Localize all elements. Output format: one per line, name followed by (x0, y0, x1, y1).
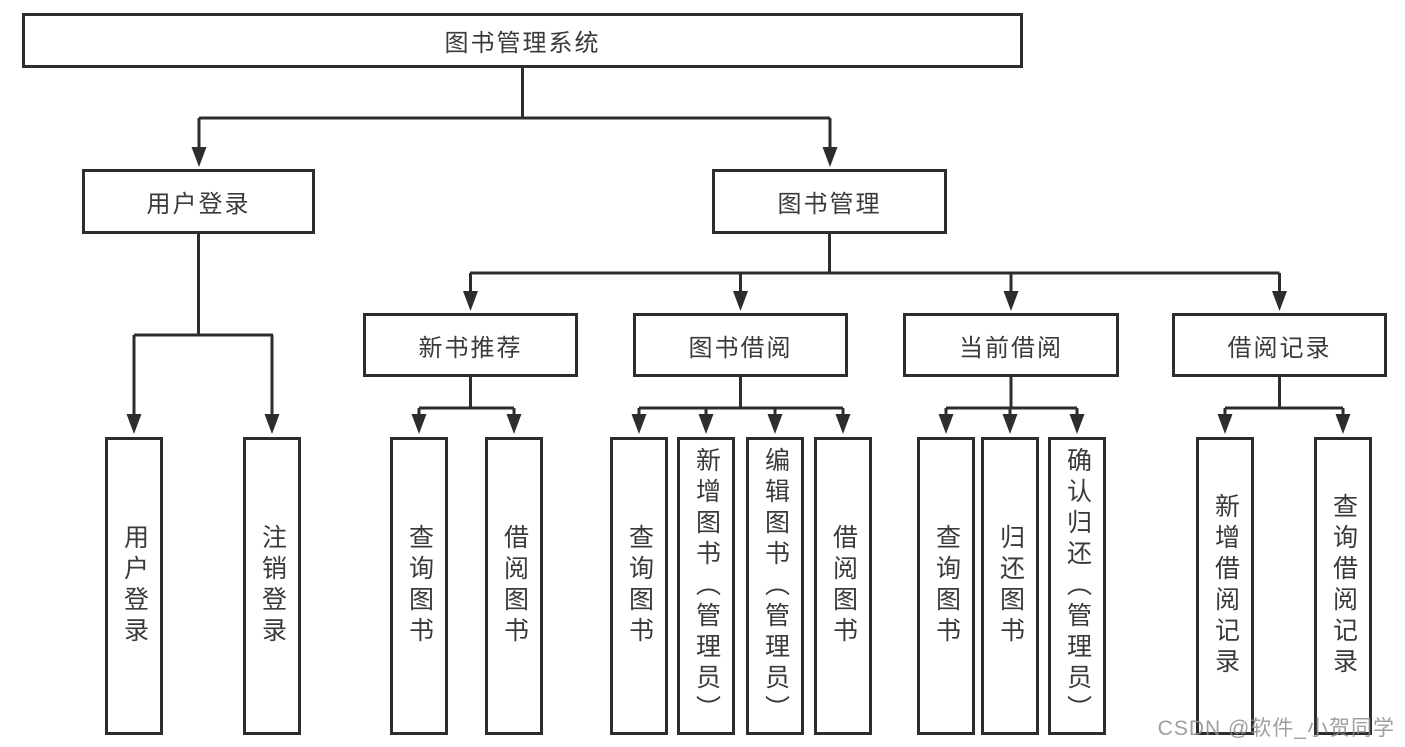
node-label: 确认归还（管理员） (1063, 446, 1092, 726)
node-label: 用户登录 (120, 524, 149, 648)
node-label: 查询图书 (932, 524, 961, 648)
node-query-books-current: 查询图书 (917, 437, 975, 735)
node-label: 借阅记录 (1227, 334, 1332, 362)
node-label: 归还图书 (996, 524, 1025, 648)
node-label: 当前借阅 (959, 334, 1063, 362)
node-label: 新增借阅记录 (1211, 493, 1240, 679)
node-root-library-management-system: 图书管理系统 (22, 13, 1023, 68)
node-label: 借阅图书 (829, 524, 858, 648)
csdn-watermark: CSDN @软件_小贺同学 (1157, 717, 1395, 740)
node-logout-action: 注销登录 (243, 437, 301, 735)
node-return-books: 归还图书 (981, 437, 1039, 735)
node-edit-books-admin: 编辑图书（管理员） (746, 437, 804, 735)
node-label: 新增图书（管理员） (692, 446, 721, 726)
node-current-borrowing: 当前借阅 (903, 313, 1119, 377)
node-label: 图书管理系统 (444, 30, 601, 57)
node-borrow-books-borrowing: 借阅图书 (814, 437, 872, 735)
node-book-borrowing: 图书借阅 (633, 313, 848, 377)
node-confirm-return-admin: 确认归还（管理员） (1048, 437, 1106, 735)
node-label: 图书借阅 (688, 334, 793, 362)
node-add-borrow-record: 新增借阅记录 (1196, 437, 1254, 735)
node-label: 借阅图书 (500, 524, 529, 648)
node-borrowing-records: 借阅记录 (1172, 313, 1387, 377)
node-label: 查询借阅记录 (1329, 493, 1358, 679)
node-query-books-borrowing: 查询图书 (610, 437, 668, 735)
node-label: 编辑图书（管理员） (761, 446, 790, 726)
node-label: 新书推荐 (418, 334, 523, 362)
node-borrow-books-recommend: 借阅图书 (485, 437, 543, 735)
node-query-books-recommend: 查询图书 (390, 437, 448, 735)
node-new-book-recommendation: 新书推荐 (363, 313, 578, 377)
node-label: 查询图书 (625, 524, 654, 648)
node-label: 图书管理 (777, 191, 882, 218)
node-user-login-action: 用户登录 (105, 437, 163, 735)
node-label: 注销登录 (258, 524, 287, 648)
node-label: 用户登录 (146, 191, 251, 218)
node-book-management: 图书管理 (712, 169, 947, 234)
node-user-login: 用户登录 (82, 169, 315, 234)
node-query-borrow-record: 查询借阅记录 (1314, 437, 1372, 735)
node-add-books-admin: 新增图书（管理员） (677, 437, 735, 735)
node-label: 查询图书 (405, 524, 434, 648)
